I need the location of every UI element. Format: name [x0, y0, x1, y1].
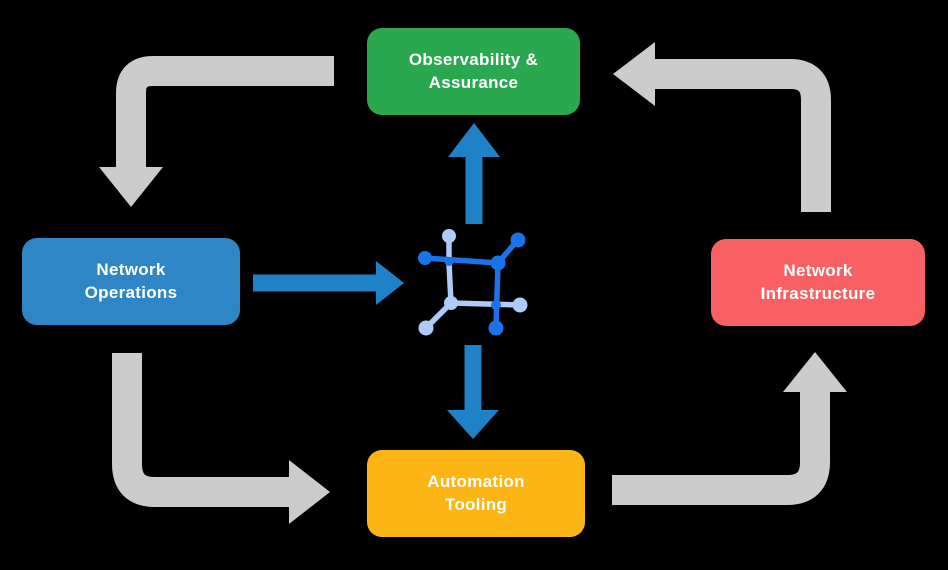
- node-observability-assurance: Observability & Assurance: [367, 28, 580, 115]
- arrow-icon-to-tooling: [447, 345, 499, 439]
- arrow-operations-to-icon: [253, 261, 404, 305]
- icon-dark-branches: [418, 232, 526, 336]
- node-automation-tooling-label: Automation Tooling: [427, 471, 525, 514]
- arrow-operations-to-tooling: [112, 353, 330, 524]
- network-automation-icon: [418, 229, 528, 336]
- arrow-icon-to-observability: [448, 123, 500, 224]
- arrow-infrastructure-to-observability: [613, 42, 831, 212]
- arrow-observability-to-operations: [99, 56, 334, 207]
- node-network-infrastructure-label: Network Infrastructure: [760, 260, 876, 303]
- node-network-infrastructure: Network Infrastructure: [711, 239, 925, 326]
- node-observability-assurance-label: Observability & Assurance: [408, 49, 539, 92]
- node-automation-tooling: Automation Tooling: [367, 450, 585, 537]
- arrow-tooling-to-infrastructure: [612, 352, 847, 505]
- node-network-operations: Network Operations: [22, 238, 240, 325]
- icon-light-branches: [418, 229, 528, 336]
- node-network-operations-label: Network Operations: [84, 259, 178, 302]
